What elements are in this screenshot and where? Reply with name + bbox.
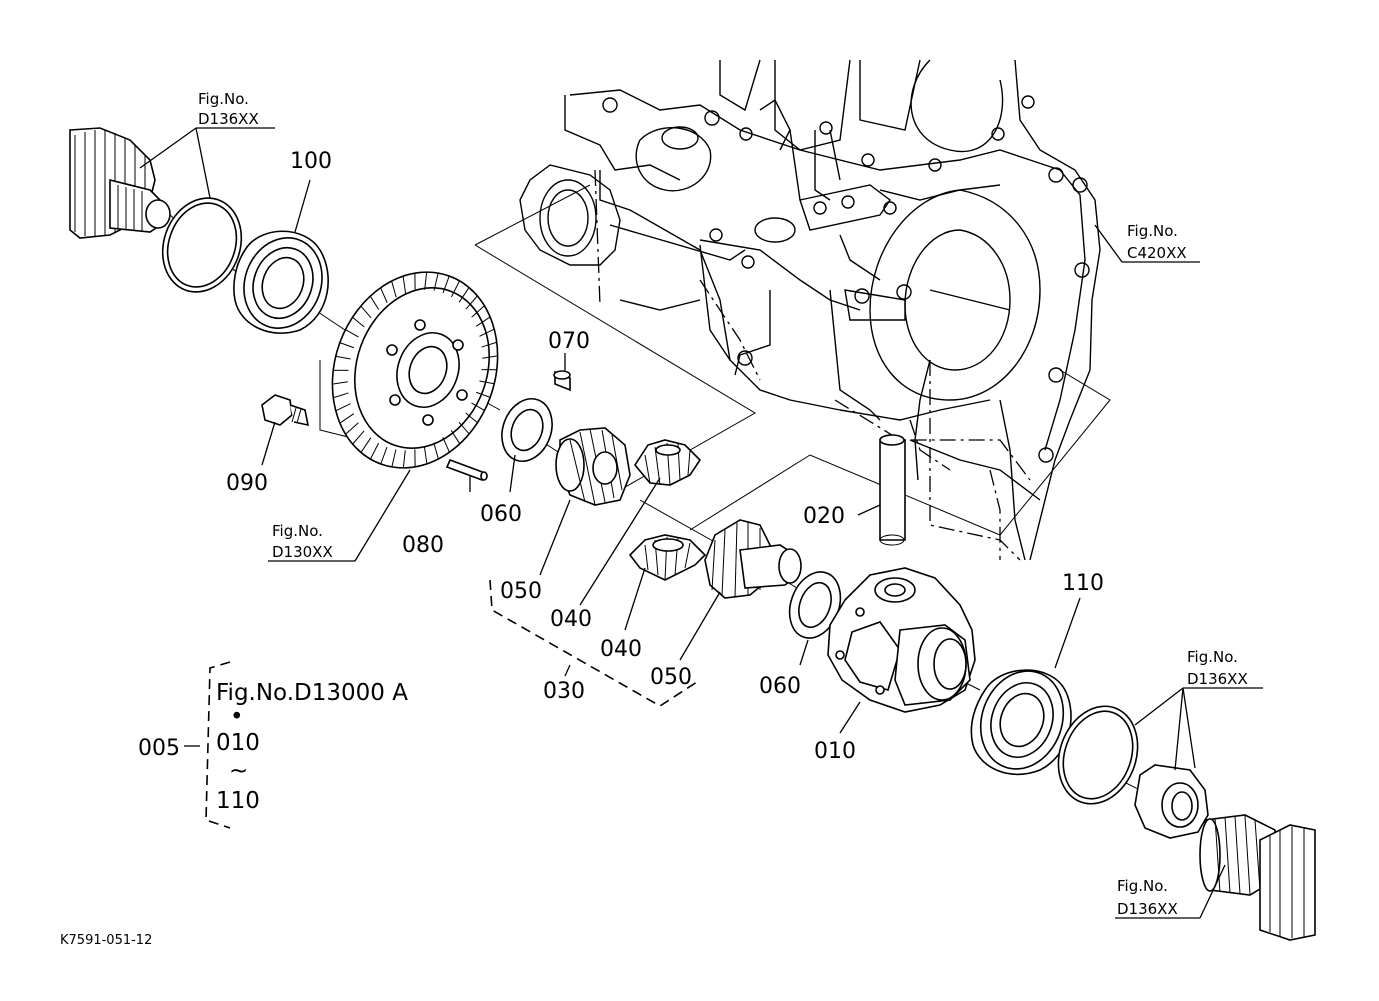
bearing-110 [970, 669, 1072, 776]
callout-080: 080 [402, 533, 444, 558]
gear-tooth [475, 391, 491, 398]
gear-tooth [360, 305, 372, 319]
assembly-fig-label: Fig.No.D13000 A [216, 680, 408, 706]
gear-tooth [451, 280, 460, 298]
gear-tooth [482, 355, 498, 359]
fig-label-c420-prefix: Fig.No. [1127, 222, 1178, 240]
shim-ring-right [1057, 705, 1139, 805]
input-shaft-gear-top [69, 127, 171, 239]
gear-tooth [339, 413, 355, 424]
gear-tooth [481, 341, 497, 348]
gear-tooth [345, 422, 359, 435]
assembly-from: 010 [216, 730, 260, 756]
gear-tooth [433, 442, 439, 460]
gear-tooth [479, 380, 495, 385]
fig-label-d136-right-prefix: Fig.No. [1187, 648, 1238, 666]
pin-080 [445, 458, 488, 482]
transmission-housing [519, 59, 1101, 561]
gear-tooth [475, 316, 491, 327]
gear-tooth [333, 392, 349, 399]
bolt-090 [261, 394, 310, 427]
gear-tooth [433, 272, 439, 291]
side-gear-050-left [555, 427, 631, 506]
gear-tooth [360, 437, 372, 453]
shim-ring-top [161, 197, 243, 293]
fig-label-d136-top: D136XX [198, 110, 259, 128]
gear-tooth [458, 287, 470, 303]
gear-tooth [380, 287, 388, 303]
fig-label-d130: D130XX [272, 543, 333, 561]
ring-gear [331, 271, 499, 469]
gear-tooth [380, 446, 388, 465]
gear-tooth [335, 403, 351, 412]
gear-tooth [345, 329, 359, 338]
fig-label-d136-top-prefix: Fig.No. [198, 90, 249, 108]
callout-100: 100 [290, 149, 332, 174]
gear-tooth [479, 328, 495, 337]
callout-110: 110 [1062, 571, 1104, 596]
callout-010: 010 [814, 739, 856, 764]
thrust-washer-060-left [501, 398, 553, 462]
callout-040-upper: 040 [550, 607, 592, 632]
gear-tooth [402, 276, 407, 294]
pinion-shaft-020 [879, 434, 906, 546]
pin-070 [553, 370, 571, 392]
gear-tooth [423, 446, 428, 464]
assembly-guide-lines [594, 169, 1031, 561]
assembly-dot: • [230, 704, 244, 730]
gear-tooth [442, 275, 450, 294]
gear-tooth [465, 295, 478, 310]
pinion-gear-040-lower [628, 534, 707, 581]
gear-tooth [369, 295, 380, 310]
callout-030: 030 [543, 679, 585, 704]
assembly-to: 110 [216, 788, 260, 814]
callout-050-left: 050 [500, 579, 542, 604]
gear-tooth [391, 280, 397, 298]
fig-label-d136-bottom: D136XX [1117, 900, 1178, 918]
callout-070: 070 [548, 329, 590, 354]
assembly-id: 005 [138, 736, 180, 761]
bearing-100 [233, 230, 329, 334]
gear-tooth [424, 272, 428, 290]
callout-040-lower: 040 [600, 637, 642, 662]
callout-020: 020 [803, 504, 845, 529]
gear-tooth [352, 316, 365, 328]
side-gear-050-right [704, 519, 802, 599]
gear-tooth [335, 355, 351, 360]
gear-tooth [465, 412, 478, 424]
gear-tooth [471, 305, 485, 318]
gear-tooth [332, 381, 348, 385]
gear-tooth [402, 450, 406, 468]
coupling-right [1134, 764, 1209, 839]
bracket-030 [489, 579, 701, 707]
differential-case-010 [827, 567, 976, 713]
gear-tooth [442, 437, 450, 453]
gear-tooth [471, 402, 485, 411]
brace-005 [205, 661, 231, 829]
gear-tooth [370, 442, 379, 460]
output-shaft-bottom [1199, 814, 1316, 941]
leader-lines [139, 127, 1263, 919]
gear-tooth [352, 430, 365, 445]
callout-050-right: 050 [650, 665, 692, 690]
gear-tooth [450, 430, 461, 445]
drawing-code: K7591-051-12 [60, 933, 152, 948]
callout-090: 090 [226, 471, 268, 496]
fig-label-d130-prefix: Fig.No. [272, 522, 323, 540]
fig-label-d136-bottom-prefix: Fig.No. [1117, 877, 1168, 895]
fig-label-c420: C420XX [1127, 244, 1187, 262]
callout-060-right: 060 [759, 674, 801, 699]
callout-060-left: 060 [480, 502, 522, 527]
gear-tooth [339, 342, 355, 349]
gear-tooth [391, 449, 397, 468]
fig-label-d136-right: D136XX [1187, 670, 1248, 688]
gear-tooth [458, 421, 470, 435]
assembly-tilde: ~ [229, 758, 248, 784]
labels: Fig.No. D136XX 100 070 090 080 060 050 0… [60, 90, 1248, 948]
pinion-gear-040-upper [634, 439, 702, 486]
